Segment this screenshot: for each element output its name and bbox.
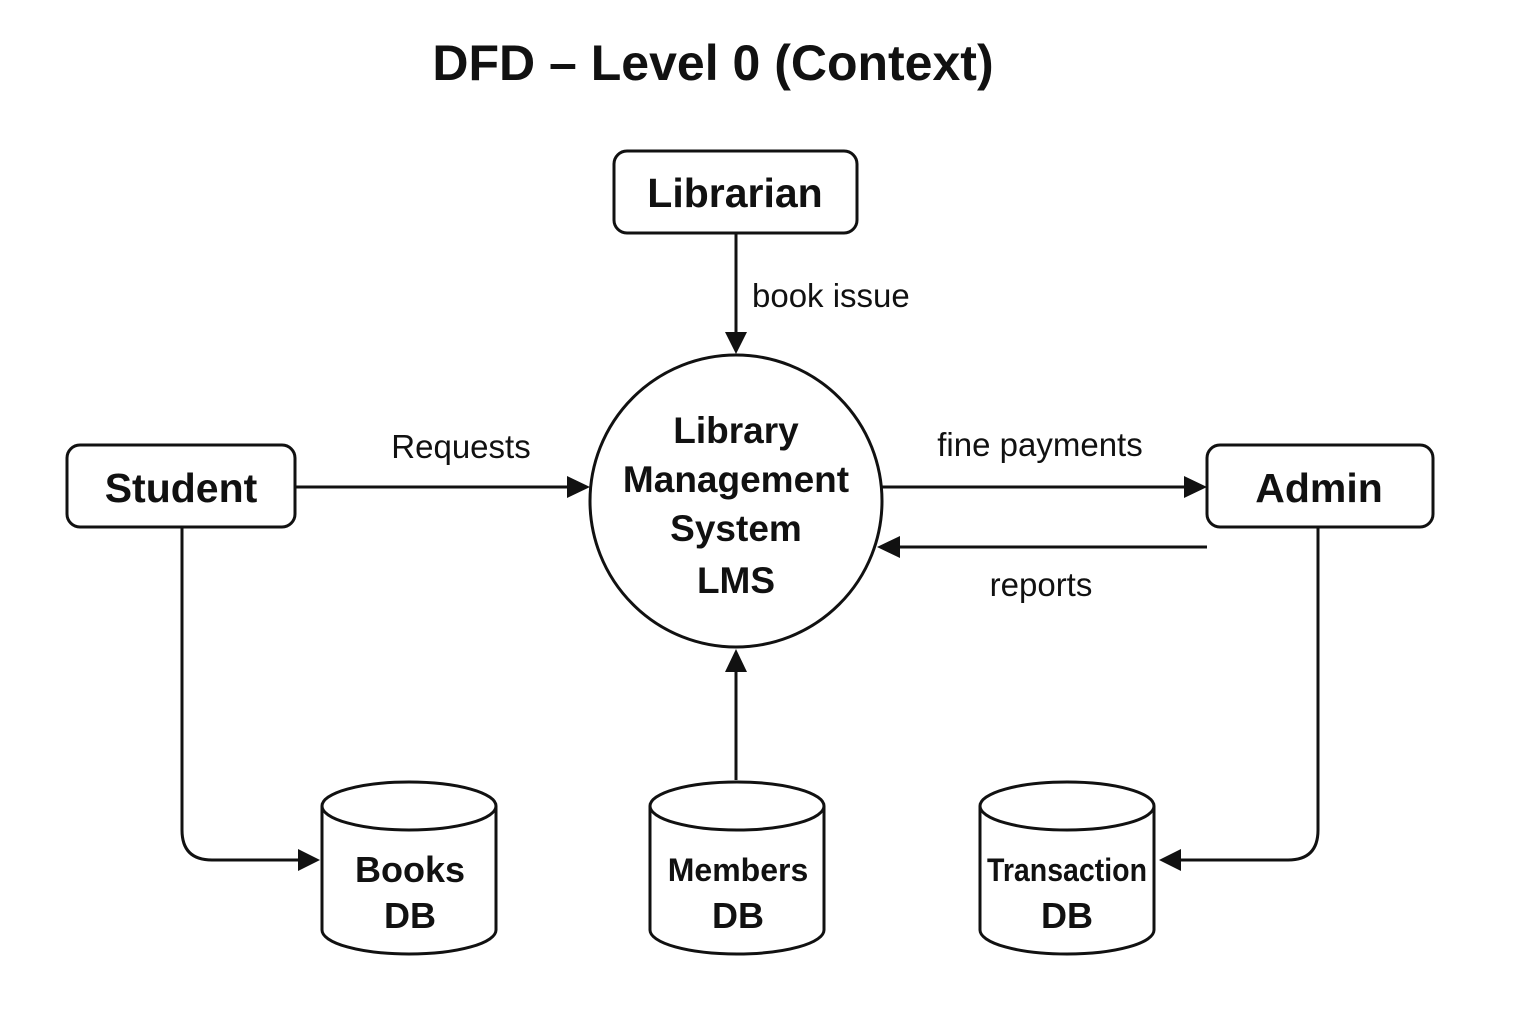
entity-admin: Admin bbox=[1205, 443, 1435, 529]
store-label-members-db: DB bbox=[712, 895, 764, 936]
store-label-books-db: DB bbox=[384, 895, 436, 936]
arrowhead-icon bbox=[1184, 476, 1207, 498]
flow-fine-payments bbox=[882, 476, 1207, 498]
arrowhead-icon bbox=[877, 536, 900, 558]
page-title: DFD – Level 0 (Context) bbox=[432, 35, 993, 91]
process-lms: Library Management System LMS bbox=[588, 353, 884, 649]
entity-label-admin: Admin bbox=[1255, 465, 1383, 511]
process-label-line-2: Management bbox=[623, 459, 849, 500]
flow-members-to-lms bbox=[725, 649, 747, 780]
flow-student-to-books bbox=[180, 528, 320, 871]
process-label-line-3: System bbox=[670, 508, 802, 549]
flow-label-reports: reports bbox=[990, 566, 1093, 603]
arrowhead-icon bbox=[1159, 849, 1181, 871]
entity-label-librarian: Librarian bbox=[647, 170, 822, 216]
store-books-db: Books DB bbox=[320, 780, 498, 956]
store-label-transaction: Transaction bbox=[987, 852, 1147, 888]
flow-label-requests: Requests bbox=[391, 428, 530, 465]
store-label-transaction-db: DB bbox=[1041, 895, 1093, 936]
arrowhead-icon bbox=[725, 332, 747, 354]
flow-book-issue bbox=[725, 234, 747, 354]
store-label-books: Books bbox=[355, 849, 465, 890]
flow-label-book-issue: book issue bbox=[752, 277, 910, 314]
store-label-members: Members bbox=[668, 852, 809, 888]
store-members-db: Members DB bbox=[648, 780, 826, 956]
flow-requests bbox=[296, 476, 590, 498]
flow-label-fine-payments: fine payments bbox=[937, 426, 1142, 463]
arrowhead-icon bbox=[298, 849, 320, 871]
flow-admin-to-transaction bbox=[1159, 528, 1320, 871]
entity-label-student: Student bbox=[105, 465, 258, 511]
entity-student: Student bbox=[65, 443, 297, 529]
arrowhead-icon bbox=[725, 649, 747, 672]
flow-reports bbox=[877, 536, 1207, 558]
entity-librarian: Librarian bbox=[612, 149, 859, 235]
arrowhead-icon bbox=[567, 476, 590, 498]
process-label-line-4: LMS bbox=[697, 560, 775, 601]
process-label-line-1: Library bbox=[673, 410, 799, 451]
store-transaction-db: Transaction DB bbox=[978, 780, 1156, 956]
